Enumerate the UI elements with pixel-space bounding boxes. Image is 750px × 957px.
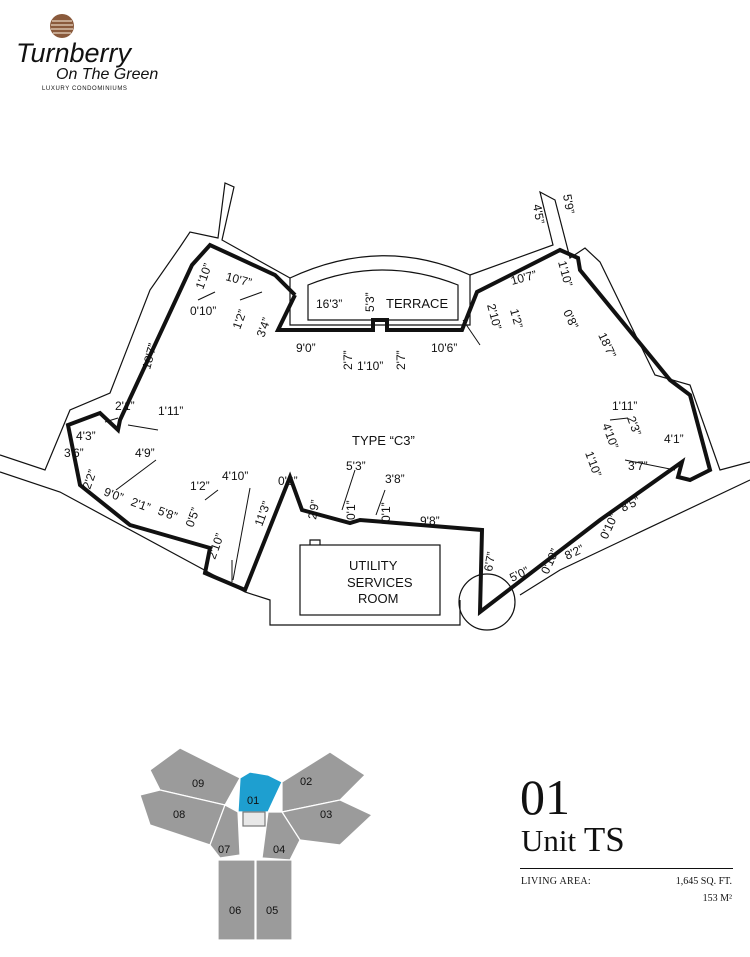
terrace-label: TERRACE	[386, 296, 448, 311]
dimension-label: 0'1”	[379, 502, 393, 522]
unit-name: Unit TS	[521, 822, 625, 857]
dimension-label: 1'10”	[555, 259, 575, 288]
dimension-label: 0'10”	[190, 304, 216, 318]
unit-name-suffix: TS	[583, 820, 625, 859]
living-area-sqft: 1,645 SQ. FT.	[675, 876, 732, 887]
brand-name-line1: Turnberry	[16, 38, 133, 68]
unit-number: 01	[520, 769, 570, 825]
dimension-label: 1'11”	[612, 399, 637, 413]
dimension-label: 1'2”	[507, 307, 526, 330]
dimension-label: 5'8”	[156, 504, 179, 524]
dimension-label: 4'3”	[76, 429, 96, 443]
utility-label-3: ROOM	[358, 591, 398, 606]
dimension-label: 4'5”	[530, 203, 547, 225]
dimension-label: 2'2”	[80, 468, 100, 491]
divider	[520, 868, 733, 869]
dimension-label: 18'7”	[595, 330, 619, 360]
dimension-label: 1'11”	[158, 404, 183, 418]
dimension-label: 0'6”	[278, 474, 298, 488]
utility-room-outline	[299, 544, 441, 616]
building-outline	[0, 182, 291, 471]
dimension-label: 0'10”	[538, 547, 562, 577]
floor-plan: TYPE “C3” TERRACE UTILITY SERVICES ROOM …	[0, 182, 750, 631]
dimension-label: 6'7”	[481, 551, 498, 573]
dimension-label: 10'6”	[431, 341, 457, 355]
dimension-label: 4'9”	[135, 446, 155, 460]
dimension-label: 3'6”	[64, 446, 84, 460]
keyplan-label-07: 07	[218, 844, 230, 856]
brand-logo: Turnberry On The Green LUXURY CONDOMINIU…	[16, 14, 158, 92]
dimension-label: 4'10”	[599, 421, 621, 451]
dimension-label: 5'9”	[560, 193, 577, 215]
dimension-label: 2'7”	[341, 350, 355, 370]
keyplan-unit-06[interactable]	[217, 859, 256, 941]
dimension-label: 1'10”	[357, 359, 383, 373]
dimension-label: 0'8”	[560, 307, 581, 331]
keyplan-unit-02[interactable]	[281, 751, 366, 813]
dimension-label: 10'7”	[509, 268, 538, 288]
keyplan-unit-05[interactable]	[255, 859, 293, 941]
stair-circle	[458, 573, 516, 631]
dimension-label: 1'2”	[190, 479, 210, 493]
unit-outline	[65, 242, 713, 617]
brand-tagline: LUXURY CONDOMINIUMS	[42, 86, 128, 92]
dimension-label: 2'10”	[484, 302, 504, 331]
dimension-label: 3'4”	[254, 316, 274, 339]
dimension-label: 2'1”	[115, 399, 135, 413]
dimension-label: 5'3”	[346, 459, 366, 473]
dimension-label: 2'10”	[205, 532, 227, 562]
dimension-label: 16'3”	[316, 297, 342, 311]
dimension-label: 18'7”	[139, 342, 159, 371]
keyplan-unit-07[interactable]	[209, 804, 241, 859]
utility-label-1: UTILITY	[349, 558, 398, 573]
keyplan-label-08: 08	[173, 809, 185, 821]
dimension-label: 0'5”	[183, 506, 203, 529]
unit-name-prefix: Unit	[521, 823, 577, 858]
dimension-label: 1'10”	[582, 449, 604, 479]
keyplan-unit-01[interactable]	[237, 771, 283, 813]
living-area-label: LIVING AREA:	[521, 876, 591, 887]
keyplan-label-03: 03	[320, 809, 332, 821]
dimension-label: 2'9”	[305, 499, 322, 521]
keyplan-unit-04[interactable]	[261, 811, 301, 861]
type-label: TYPE “C3”	[352, 433, 415, 448]
terrace-outline	[289, 255, 471, 326]
dimension-label: 2'1”	[129, 495, 152, 515]
dimension-label: 8'5”	[618, 494, 642, 515]
keyplan-label-01: 01	[247, 795, 259, 807]
dimension-label: 5'3”	[363, 292, 377, 312]
dimension-label: 3'7”	[628, 459, 648, 473]
dimension-label: 10'7”	[224, 269, 253, 289]
keyplan-core	[242, 811, 266, 827]
dimension-label: 5'0”	[507, 564, 531, 585]
utility-label-2: SERVICES	[347, 575, 413, 590]
dimension-label: 3'8”	[385, 472, 405, 486]
dimension-label: 2'3”	[624, 414, 644, 437]
keyplan-label-05: 05	[266, 905, 278, 917]
keyplan-label-09: 09	[192, 778, 204, 790]
keyplan-unit-09[interactable]	[149, 747, 241, 806]
key-plan: 09 08 07 01 02 03 04 06 05	[139, 747, 374, 941]
dimension-label: 9'0”	[296, 341, 316, 355]
dimension-label: 1'2”	[230, 308, 250, 331]
keyplan-label-02: 02	[300, 776, 312, 788]
dimension-label: 4'10”	[222, 469, 248, 483]
dimension-label: 0'10”	[597, 512, 621, 542]
dimension-label: 1'10”	[193, 262, 215, 292]
dimension-label: 9'0”	[102, 485, 125, 505]
living-area-m2: 153 M²	[702, 893, 732, 904]
logo-emblem-icon	[50, 14, 74, 38]
dimension-label: 9'8”	[420, 514, 440, 528]
keyplan-label-04: 04	[273, 844, 285, 856]
dimension-label: 0'1”	[344, 500, 358, 520]
brand-name-line2: On The Green	[56, 66, 158, 83]
dimension-label: 4'1”	[664, 432, 684, 446]
keyplan-label-06: 06	[229, 905, 241, 917]
dimension-label: 2'7”	[394, 350, 408, 370]
